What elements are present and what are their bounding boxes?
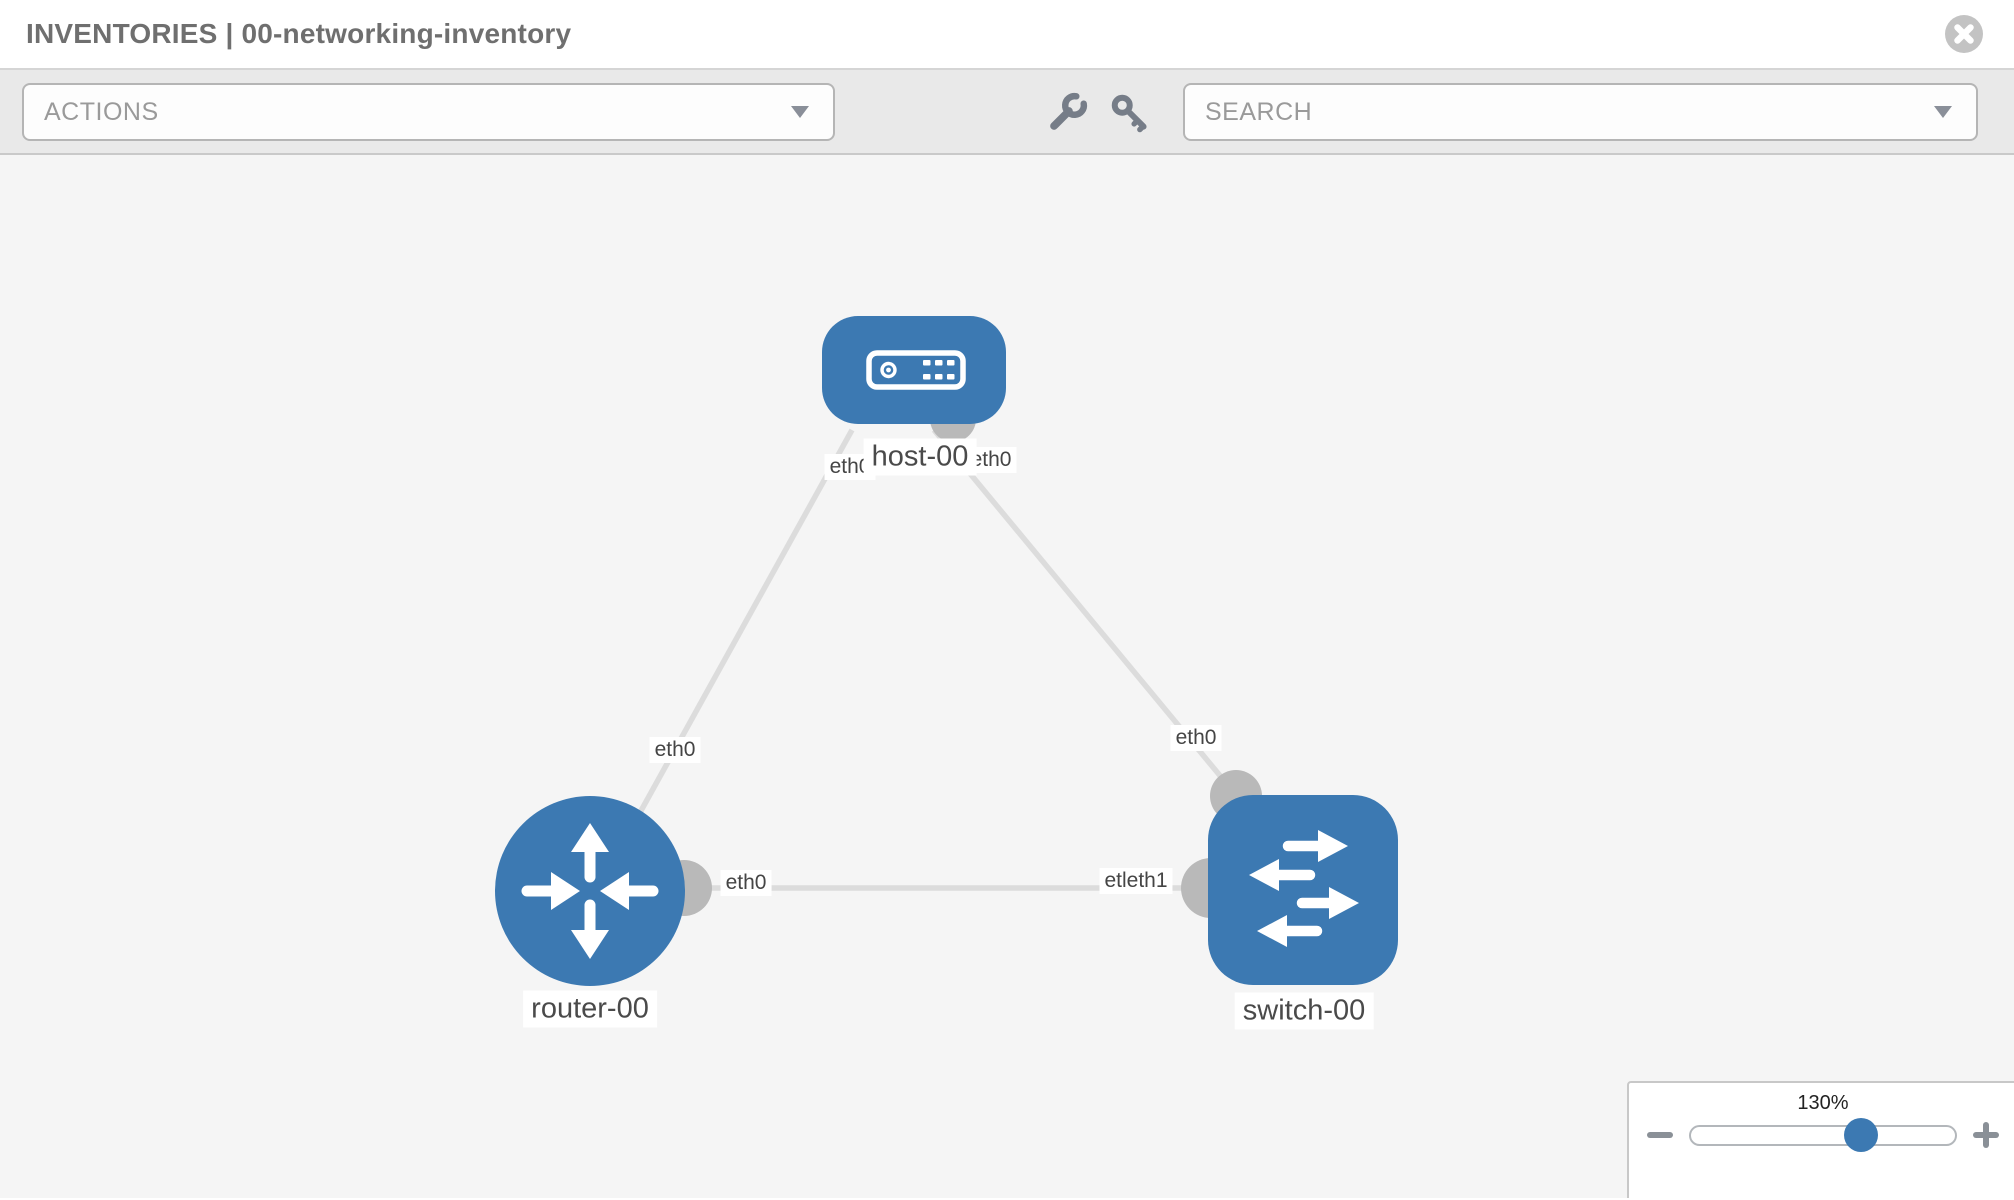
chevron-down-icon — [791, 106, 809, 118]
wrench-icon — [1050, 92, 1088, 130]
router-icon — [521, 823, 659, 959]
plus-icon — [1973, 1122, 1999, 1148]
minus-icon — [1647, 1132, 1673, 1138]
key-icon — [1111, 94, 1147, 133]
iface-label-router-eth0-link: eth0 — [649, 737, 701, 763]
close-icon — [1945, 15, 1983, 53]
actions-dropdown[interactable]: ACTIONS — [22, 83, 835, 141]
chevron-down-icon — [1934, 106, 1952, 118]
node-label-router-00: router-00 — [523, 990, 657, 1028]
link-host-router[interactable] — [629, 428, 855, 829]
page-title: INVENTORIES | 00-networking-inventory — [26, 18, 572, 49]
node-switch-00[interactable] — [1208, 795, 1398, 985]
close-button[interactable] — [1944, 14, 1984, 54]
iface-label-switch-eth0: eth0 — [1170, 725, 1222, 751]
actions-dropdown-label: ACTIONS — [44, 97, 159, 126]
node-host-00[interactable] — [822, 316, 1006, 424]
node-router-00[interactable] — [495, 796, 685, 986]
search-dropdown[interactable]: SEARCH — [1183, 83, 1978, 141]
iface-label-router-eth0-port: eth0 — [720, 870, 772, 896]
zoom-slider-track[interactable] — [1689, 1118, 1957, 1152]
switch-icon — [1249, 830, 1359, 947]
zoom-slider-handle[interactable] — [1844, 1118, 1879, 1152]
toolbar: ACTIONS SEARCH — [0, 70, 2014, 155]
zoom-panel: 130% — [1627, 1081, 2014, 1198]
zoom-level-value: 130% — [1797, 1092, 1849, 1114]
host-icon — [866, 350, 966, 390]
credentials-button[interactable] — [1108, 91, 1152, 135]
search-dropdown-label: SEARCH — [1205, 97, 1313, 126]
zoom-in-button[interactable] — [1973, 1122, 1999, 1148]
zoom-out-button[interactable] — [1647, 1122, 1673, 1148]
configure-button[interactable] — [1045, 91, 1089, 135]
node-label-host-00: host-00 — [863, 438, 977, 476]
iface-label-switch-eth1: etleth1 — [1099, 868, 1173, 894]
node-label-switch-00: switch-00 — [1234, 992, 1374, 1030]
page-header: INVENTORIES | 00-networking-inventory — [0, 0, 2014, 70]
topology-canvas[interactable]: eth0 eth0 eth0 eth0 eth0 etleth1 host-00… — [0, 155, 2014, 1198]
